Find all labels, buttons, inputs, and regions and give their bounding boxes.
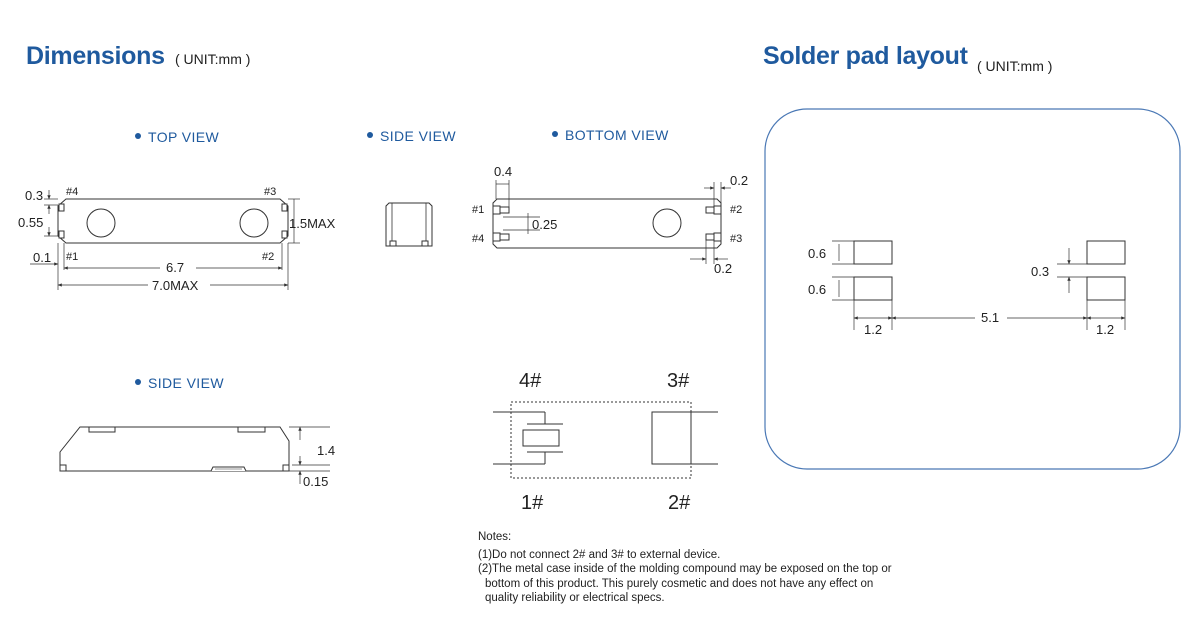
top-pad-4 bbox=[58, 203, 65, 212]
top-view-label: TOP VIEW bbox=[135, 129, 219, 145]
top-dim-055: 0.55 bbox=[18, 215, 43, 230]
solder-dim-12b: 1.2 bbox=[1096, 322, 1114, 337]
side2-dim-14: 1.4 bbox=[317, 443, 335, 458]
notes-heading: Notes: bbox=[478, 531, 512, 543]
solder-dim-06b: 0.6 bbox=[808, 282, 826, 297]
bullet-icon bbox=[135, 379, 141, 386]
top-hole-left bbox=[86, 208, 116, 238]
solder-dim-51: 5.1 bbox=[981, 310, 999, 325]
solder-dims bbox=[832, 240, 1126, 330]
top-pin4: #4 bbox=[66, 186, 78, 198]
top-view-drawing bbox=[30, 190, 300, 290]
bottom-pin3: #3 bbox=[730, 233, 742, 245]
side-view-2-label: SIDE VIEW bbox=[135, 375, 224, 391]
note-1: (1)Do not connect 2# and 3# to external … bbox=[478, 548, 721, 561]
bullet-icon bbox=[135, 133, 141, 140]
solder-dim-06a: 0.6 bbox=[808, 246, 826, 261]
top-pad-3 bbox=[281, 203, 288, 212]
top-dim-67: 6.7 bbox=[166, 260, 184, 275]
bullet-icon bbox=[552, 131, 558, 138]
top-view-text: TOP VIEW bbox=[148, 129, 220, 145]
schem-p4: 4# bbox=[519, 370, 542, 392]
bottom-dim-02a: 0.2 bbox=[730, 173, 748, 188]
side-view-2-drawing bbox=[59, 426, 330, 484]
note-2b: bottom of this product. This purely cosm… bbox=[485, 577, 874, 590]
top-dim-70max: 7.0MAX bbox=[152, 278, 199, 293]
solder-dim-03: 0.3 bbox=[1031, 264, 1049, 279]
dimensions-unit: ( UNIT:mm ) bbox=[175, 51, 251, 67]
schem-p1: 1# bbox=[521, 492, 544, 514]
schem-p2: 2# bbox=[668, 492, 691, 514]
side-view-text: SIDE VIEW bbox=[380, 128, 456, 144]
top-pin2: #2 bbox=[262, 251, 274, 263]
bottom-dim-04: 0.4 bbox=[494, 164, 512, 179]
solder-pads bbox=[853, 240, 1126, 301]
side-view-2-text: SIDE VIEW bbox=[148, 375, 224, 391]
top-view-body bbox=[57, 198, 289, 244]
bottom-view-label: BOTTOM VIEW bbox=[552, 127, 669, 143]
note-2a: (2)The metal case inside of the molding … bbox=[478, 563, 892, 575]
bottom-pin1: #1 bbox=[472, 204, 484, 216]
top-pad-1 bbox=[58, 230, 65, 239]
solder-dim-12a: 1.2 bbox=[864, 322, 882, 337]
solder-pad-unit: ( UNIT:mm ) bbox=[977, 58, 1053, 74]
side-view-label: SIDE VIEW bbox=[367, 128, 456, 144]
dimensions-title: Dimensions bbox=[26, 42, 165, 70]
top-pin1: #1 bbox=[66, 251, 78, 263]
top-dim-01: 0.1 bbox=[33, 250, 51, 265]
top-pin3: #3 bbox=[264, 186, 276, 198]
bottom-hole bbox=[652, 208, 682, 238]
bullet-icon bbox=[367, 132, 373, 139]
bottom-view-drawing bbox=[492, 180, 731, 264]
bottom-view-body bbox=[492, 198, 722, 249]
bottom-pin4: #4 bbox=[472, 233, 484, 245]
top-hole-right bbox=[239, 208, 269, 238]
solder-frame bbox=[764, 108, 1181, 470]
top-pad-2 bbox=[281, 230, 288, 239]
bottom-pin2: #2 bbox=[730, 204, 742, 216]
note-2c: quality reliability or electrical specs. bbox=[485, 592, 665, 604]
top-dim-15max: 1.5MAX bbox=[289, 216, 336, 231]
side-view-drawing bbox=[385, 202, 433, 247]
crystal-schematic bbox=[493, 401, 718, 479]
side2-dim-015: 0.15 bbox=[303, 474, 328, 489]
bottom-dim-02b: 0.2 bbox=[714, 261, 732, 276]
schem-p3: 3# bbox=[667, 370, 690, 392]
bottom-dim-025: 0.25 bbox=[532, 217, 557, 232]
solder-pad-title: Solder pad layout bbox=[763, 42, 968, 70]
top-dim-03: 0.3 bbox=[25, 188, 43, 203]
bottom-view-text: BOTTOM VIEW bbox=[565, 127, 669, 143]
notes-block: Notes: (1)Do not connect 2# and 3# to ex… bbox=[478, 530, 892, 606]
